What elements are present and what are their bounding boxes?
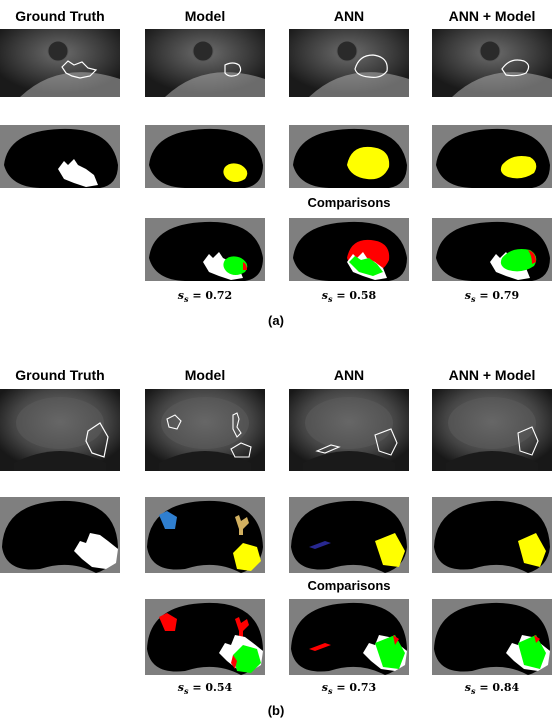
comparison-ann-a (289, 218, 409, 281)
header-model-a: Model (184, 8, 226, 24)
mri-ground-truth-a (0, 29, 120, 97)
header-ground-truth-b: Ground Truth (15, 367, 105, 383)
mask-model-a (145, 125, 265, 188)
mri-model-a (145, 29, 265, 97)
mri-ann-model-a (432, 29, 552, 97)
mri-ground-truth-b (0, 389, 120, 471)
score-ann-model-b: ss = 0.84 (464, 681, 520, 697)
score-ann-b: ss = 0.73 (321, 681, 377, 697)
header-ann-model-b: ANN + Model (448, 367, 536, 383)
comparisons-label-a: Comparisons (307, 195, 391, 210)
score-model-a: ss = 0.72 (177, 289, 233, 305)
score-ann-a: ss = 0.58 (321, 289, 377, 305)
mri-ann-b (289, 389, 409, 471)
score-model-b: ss = 0.54 (177, 681, 233, 697)
mri-ann-a (289, 29, 409, 97)
header-ann-a: ANN (333, 8, 365, 24)
part-label-b: (b) (267, 703, 285, 718)
comparison-ann-model-b (432, 599, 552, 675)
header-ann-b: ANN (333, 367, 365, 383)
part-label-a: (a) (268, 313, 284, 328)
comparison-model-b (145, 599, 265, 675)
mask-ground-truth-a (0, 125, 120, 188)
comparisons-label-b: Comparisons (307, 578, 391, 593)
mask-ground-truth-b (0, 497, 120, 573)
mask-ann-a (289, 125, 409, 188)
mri-ann-model-b (432, 389, 552, 471)
header-ground-truth-a: Ground Truth (15, 8, 105, 24)
mri-model-b (145, 389, 265, 471)
mask-ann-model-a (432, 125, 552, 188)
mask-ann-model-b (432, 497, 552, 573)
comparison-ann-b (289, 599, 409, 675)
score-ann-model-a: ss = 0.79 (464, 289, 520, 305)
header-ann-model-a: ANN + Model (448, 8, 536, 24)
header-model-b: Model (184, 367, 226, 383)
comparison-ann-model-a (432, 218, 552, 281)
mask-model-b (145, 497, 265, 573)
mask-ann-b (289, 497, 409, 573)
comparison-model-a (145, 218, 265, 281)
